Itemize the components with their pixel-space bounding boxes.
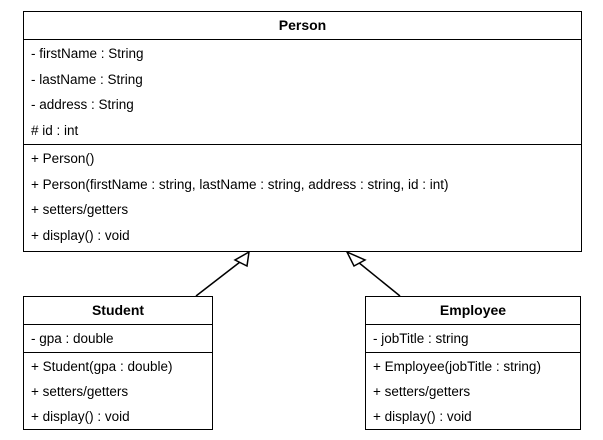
method: + Employee(jobTitle : string) (373, 359, 541, 374)
class-student-methods: + Student(gpa : double) + setters/getter… (24, 353, 212, 430)
method: + display() : void (31, 409, 130, 424)
attribute: # id : int (31, 122, 79, 138)
method: + setters/getters (373, 384, 471, 399)
class-student-title: Student (24, 297, 212, 325)
student-inheritance-line (195, 261, 241, 297)
employee-inheritance-line (357, 261, 401, 297)
attribute: - lastName : String (31, 71, 143, 87)
method: + Person(firstName : string, lastName : … (31, 176, 449, 192)
method: + display() : void (373, 409, 472, 424)
class-person-title: Person (24, 12, 581, 40)
method: + setters/getters (31, 384, 129, 399)
attribute: - jobTitle : string (373, 331, 469, 346)
attribute: - firstName : String (31, 46, 144, 61)
class-person-methods: + Person() + Person(firstName : string, … (24, 145, 581, 249)
method: + setters/getters (31, 202, 129, 217)
class-student-attributes: - gpa : double (24, 325, 212, 353)
class-person: Person - firstName : String - lastName :… (23, 11, 582, 252)
class-employee-title: Employee (366, 297, 580, 325)
class-employee: Employee - jobTitle : string + Employee(… (365, 296, 581, 430)
employee-inheritance-arrowhead (345, 250, 367, 268)
class-employee-attributes: - jobTitle : string (366, 325, 580, 353)
method: + display() : void (31, 227, 130, 243)
class-person-attributes: - firstName : String - lastName : String… (24, 40, 581, 145)
attribute: - gpa : double (31, 331, 114, 346)
class-employee-methods: + Employee(jobTitle : string) + setters/… (366, 353, 580, 430)
method: + Person() (31, 151, 95, 166)
method: + Student(gpa : double) (31, 359, 173, 374)
student-inheritance-arrowhead (233, 250, 250, 268)
attribute: - address : String (31, 97, 134, 112)
class-student: Student - gpa : double + Student(gpa : d… (23, 296, 213, 430)
